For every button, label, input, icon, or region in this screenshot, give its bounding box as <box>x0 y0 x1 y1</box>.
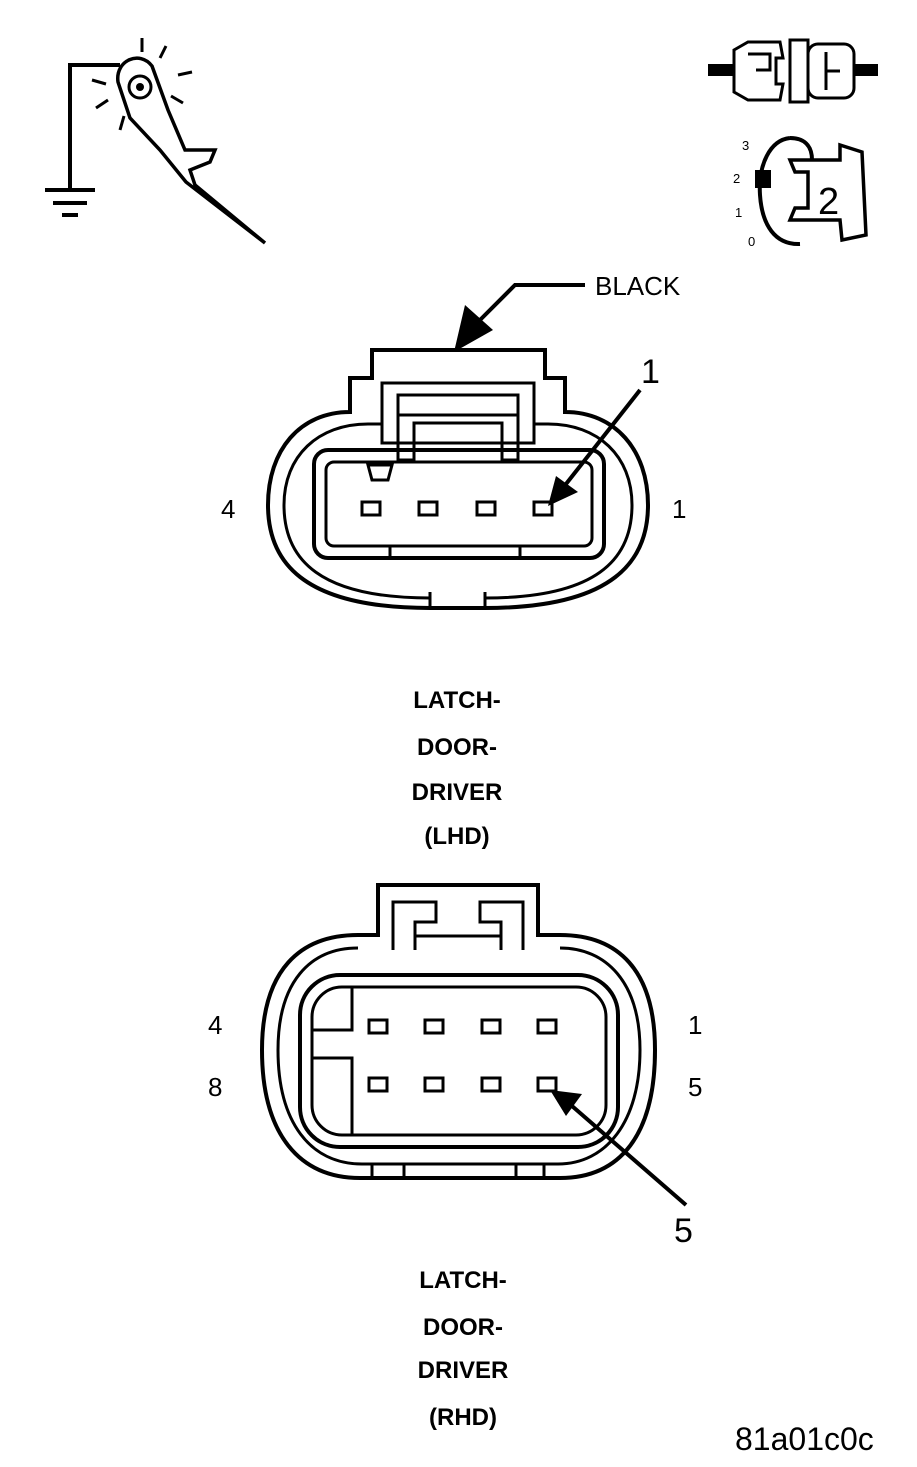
title-line-2: DOOR- <box>423 1314 503 1341</box>
pin-3 <box>423 1018 445 1035</box>
title-line-3: DRIVER <box>412 779 503 806</box>
ignition-position-1: 1 <box>735 205 742 220</box>
title-line-3: DRIVER <box>418 1357 509 1384</box>
pin-1 <box>536 1018 558 1035</box>
pin-3 <box>417 500 439 517</box>
pin-2 <box>475 500 497 517</box>
row2-left-label: 8 <box>208 1072 222 1102</box>
ignition-key-label: 2 <box>818 181 839 223</box>
row2-right-label: 5 <box>688 1072 702 1102</box>
connector-bottom-8pin: 5 4 1 8 5 <box>208 883 702 1250</box>
left-pin-label: 4 <box>221 494 235 524</box>
title-line-4: (RHD) <box>429 1404 497 1431</box>
pin-8 <box>367 1076 389 1093</box>
ignition-key-icon: 3 2 1 0 2 <box>733 136 868 249</box>
ignition-position-3: 3 <box>742 138 749 153</box>
title-line-1: LATCH- <box>419 1267 507 1294</box>
pin-1 <box>532 500 554 517</box>
title-line-4: (LHD) <box>424 823 489 850</box>
pin-5 <box>536 1076 558 1093</box>
connector-color-callout: BLACK <box>595 271 681 301</box>
pin-2 <box>480 1018 502 1035</box>
title-line-1: LATCH- <box>413 687 501 714</box>
pin-callout-label: 5 <box>674 1212 693 1250</box>
ignition-position-2: 2 <box>733 171 740 186</box>
figure-id: 81a01c0c <box>735 1421 874 1457</box>
pin-callout-label: 1 <box>641 353 660 391</box>
right-pin-label: 1 <box>672 494 686 524</box>
row1-left-label: 4 <box>208 1010 222 1040</box>
ignition-position-0: 0 <box>748 234 755 249</box>
pin-7 <box>423 1076 445 1093</box>
title-line-2: DOOR- <box>417 734 497 761</box>
pin-4 <box>360 500 382 517</box>
connector-top-title: LATCH- DOOR- DRIVER (LHD) <box>412 687 503 850</box>
connector-top-4pin: BLACK 1 4 1 <box>221 271 686 610</box>
ground-icon <box>45 188 95 217</box>
connector-disconnect-icon <box>708 38 878 104</box>
pin-4 <box>367 1018 389 1035</box>
pin-6 <box>480 1076 502 1093</box>
row1-right-label: 1 <box>688 1010 702 1040</box>
connector-bottom-title: LATCH- DOOR- DRIVER (RHD) <box>418 1267 509 1431</box>
test-light-probe-icon <box>45 38 267 245</box>
